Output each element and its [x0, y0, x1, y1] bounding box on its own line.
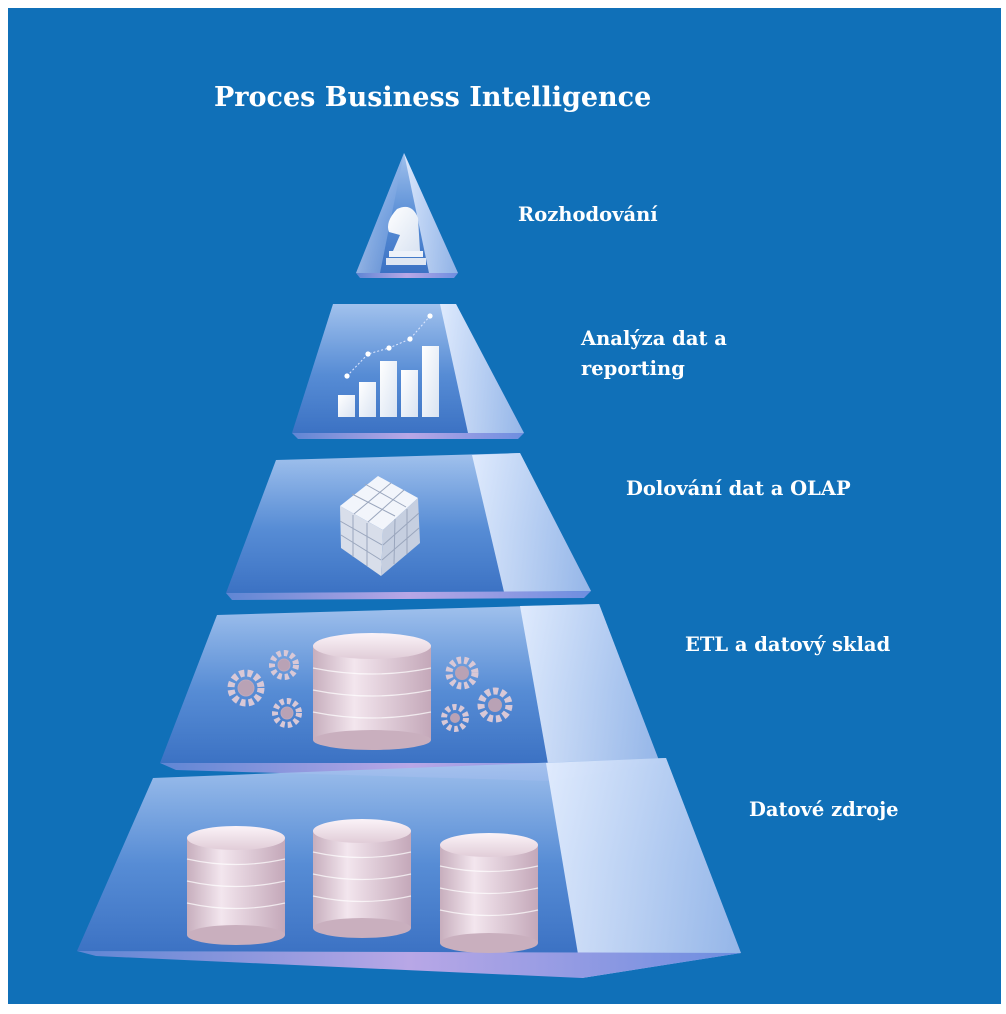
database-icon: [312, 633, 432, 750]
pyramid-level-decision: [356, 153, 458, 278]
chess-knight-icon: [386, 206, 426, 265]
gears-icon: [441, 656, 513, 732]
diagram-canvas: Proces Business Intelligence Rozhodování…: [8, 8, 1001, 1004]
database-icon: [312, 819, 412, 938]
bar-chart-icon: [338, 313, 439, 417]
level-label-etl: ETL a datový sklad: [685, 633, 891, 656]
database-icon: [186, 826, 286, 945]
gears-icon: [227, 650, 302, 728]
diagram-title: Proces Business Intelligence: [214, 82, 652, 113]
level-label-analysis-line2: reporting: [581, 357, 685, 380]
level-label-olap: Dolování dat a OLAP: [626, 477, 851, 500]
pyramid-level-olap: [226, 453, 591, 600]
database-icon: [439, 833, 539, 953]
level-label-decision: Rozhodování: [518, 203, 658, 226]
data-cube-icon: [339, 476, 420, 576]
pyramid-level-analysis: [292, 304, 524, 439]
pyramid-level-sources: [77, 758, 741, 978]
level-label-sources: Datové zdroje: [749, 798, 899, 821]
pyramid-level-etl: [160, 604, 660, 781]
level-label-analysis: Analýza dat a: [581, 327, 727, 350]
pyramid-diagram: [77, 153, 741, 978]
